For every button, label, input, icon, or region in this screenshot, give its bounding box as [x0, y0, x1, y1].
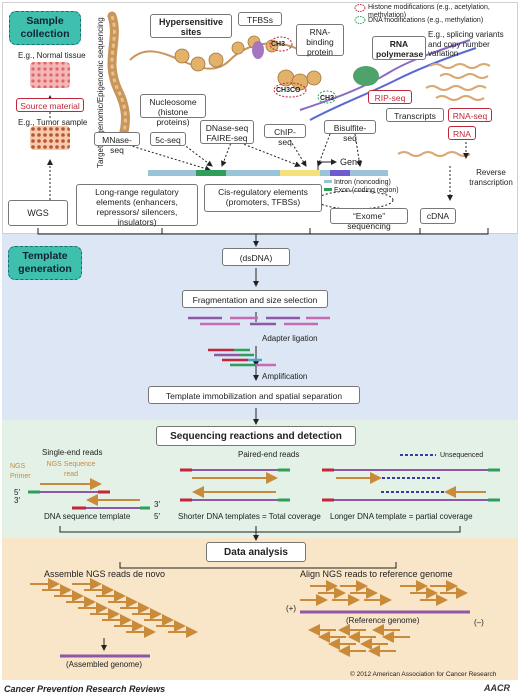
normal-tissue-image: [30, 62, 70, 88]
align-reference-label: Align NGS reads to reference genome: [300, 569, 453, 579]
assemble-de-novo-label: Assemble NGS reads de novo: [44, 569, 166, 579]
wgs-box: WGS: [8, 200, 68, 226]
ngs-primer-label: NGS Primer: [10, 463, 31, 480]
gene-label: Gene: [340, 157, 363, 167]
adapter-ligated-fragments: [208, 348, 276, 367]
dna-mod-legend-icon: [354, 16, 366, 24]
nucleosome-sublabel: (histone proteins): [156, 107, 190, 127]
chip-seq-box: ChIP-seq: [264, 124, 306, 147]
reverse-transcription-label: Reverse transcription: [469, 168, 513, 187]
assembled-genome-label: (Assembled genome): [66, 660, 143, 669]
chromosome-image: [107, 11, 130, 145]
rna-seq-box: RNA-seq: [448, 108, 492, 122]
three-prime-label-2: 3′: [154, 500, 160, 509]
single-end-reads-label: Single-end reads: [42, 448, 103, 457]
nucleosome-label: Nucleosome: [149, 97, 197, 107]
amplification-label: Amplification: [262, 372, 308, 381]
exome-sequencing-box: “Exome” sequencing: [330, 208, 408, 231]
minus-strand-label: (–): [474, 618, 484, 627]
tumor-sample-label: E.g., Tumor sample: [18, 118, 88, 127]
dnase-seq-label: DNase-seq: [205, 123, 249, 133]
aacr-logo: AACR: [484, 683, 510, 693]
histone-mod-legend: Histone modifications (e.g., acetylation…: [368, 4, 490, 19]
source-material-box: Source material: [16, 98, 84, 112]
reference-genome-label: (Reference genome): [346, 616, 420, 625]
transcript-wiggles: [397, 63, 491, 157]
dna-template-label: DNA sequence template: [44, 512, 131, 521]
longer-template-label: Longer DNA template = partial coverage: [330, 512, 473, 521]
adapter-ligation-label: Adapter ligation: [262, 334, 318, 343]
rna-box: RNA: [448, 126, 476, 140]
de-novo-reads: [30, 578, 198, 638]
nucleosome-box: Nucleosome (histone proteins): [140, 94, 206, 127]
ch3-label-dna: CH3: [320, 95, 335, 102]
five-prime-label: 5′: [14, 488, 20, 497]
fragmentation-box: Fragmentation and size selection: [182, 290, 328, 308]
rna-polymerase-image: [353, 66, 379, 86]
5c-seq-box: 5c-seq: [150, 132, 186, 146]
tf-binding-protein: [252, 41, 264, 59]
shorter-templates-label: Shorter DNA templates = Total coverage: [178, 512, 321, 521]
mnase-seq-box: MNase-seq: [94, 132, 140, 155]
hypersensitive-sites-box: Hypersensitive sites: [150, 14, 232, 38]
rna-polymerase-box: RNA polymerase: [372, 36, 426, 60]
normal-tissue-label: E.g., Normal tissue: [18, 51, 86, 60]
nucleosome-beads: [174, 35, 322, 91]
unsequenced-label: Unsequenced: [440, 452, 484, 459]
template-immobilization-box: Template immobilization and spatial sepa…: [148, 386, 360, 404]
sequencing-reactions-box: Sequencing reactions and detection: [156, 426, 356, 446]
aligned-reads-reverse: [308, 624, 410, 657]
paired-end-reads-label: Paired-end reads: [238, 450, 300, 459]
cis-regulatory-box: Cis-regulatory elements (promoters, TFBS…: [204, 184, 322, 212]
tfbss-box: TFBSs: [238, 12, 282, 26]
dna-mod-legend: DNA modifications (e.g., methylation): [368, 17, 484, 24]
faire-seq-label: FAIRE-seq: [206, 133, 248, 143]
exon-label: Exon (coding region): [334, 187, 399, 194]
data-analysis-box: Data analysis: [206, 542, 306, 562]
aligned-reads-forward: [300, 580, 468, 606]
section-title-template-generation: Template generation: [8, 246, 82, 280]
rna-binding-protein-box: RNA-binding protein: [296, 24, 344, 57]
section-title-sample-collection: Sample collection: [9, 11, 81, 45]
bisulfite-seq-box: Bisulfite-seq: [324, 120, 376, 143]
journal-name: Cancer Prevention Research Reviews: [4, 684, 166, 694]
tumor-sample-image: [30, 126, 70, 150]
three-prime-label: 3′: [14, 496, 20, 505]
dna-fragments: [188, 316, 330, 326]
intron-label: Intron (noncoding): [334, 179, 391, 186]
cdna-box: cDNA: [420, 208, 456, 224]
gene-bar: [148, 170, 388, 176]
transcripts-box: Transcripts: [386, 108, 444, 122]
rip-seq-box: RIP-seq: [368, 90, 412, 104]
histone-mod-legend-icon: [354, 4, 366, 12]
footer-bar: Cancer Prevention Research Reviews AACR: [0, 680, 520, 698]
dsdna-box: (dsDNA): [222, 248, 290, 266]
splicing-variants-label: E.g., splicing variants and copy number …: [428, 30, 504, 58]
dnase-faire-box: DNase-seq FAIRE-seq: [200, 120, 254, 144]
ngs-sequence-read-label: NGS Sequence read: [46, 461, 96, 478]
ch3-label-top: CH3: [271, 41, 286, 48]
five-prime-label-2: 5′: [154, 512, 160, 521]
plus-strand-label: (+): [286, 604, 296, 613]
long-range-elements-box: Long-range regulatory elements (enhancer…: [76, 184, 198, 227]
ch3co-label: CH3CO: [276, 87, 301, 94]
copyright-label: © 2012 American Association for Cancer R…: [350, 671, 497, 678]
